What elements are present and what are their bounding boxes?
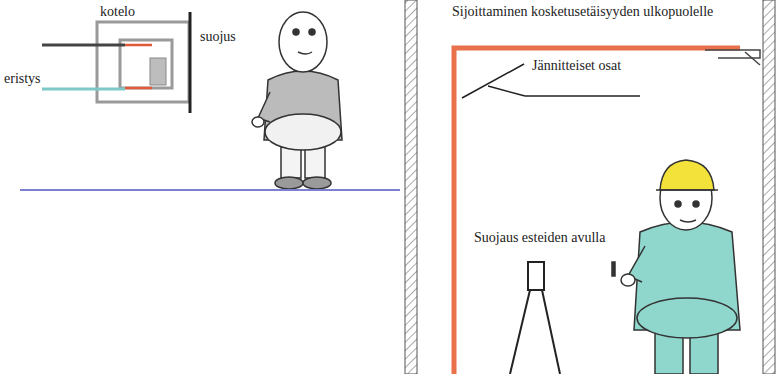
part-label: Jännitteiset osat [532, 58, 621, 74]
panel-heading: Sijoittaminen kosketusetäisyyden ulkopuo… [452, 4, 713, 20]
insulation-label: eristys [4, 71, 41, 87]
barrier [454, 48, 740, 374]
bracket [705, 50, 760, 65]
wall-hatch [763, 0, 775, 374]
person [252, 12, 342, 189]
wall-hatch [405, 0, 417, 374]
housing-label: kotelo [100, 4, 135, 20]
enclosure [42, 12, 190, 113]
pedestal [510, 262, 560, 374]
floor-line [20, 189, 400, 191]
note-label: Suojaus esteiden avulla [474, 230, 605, 246]
cover-label: suojus [200, 29, 236, 45]
worker [612, 160, 740, 374]
